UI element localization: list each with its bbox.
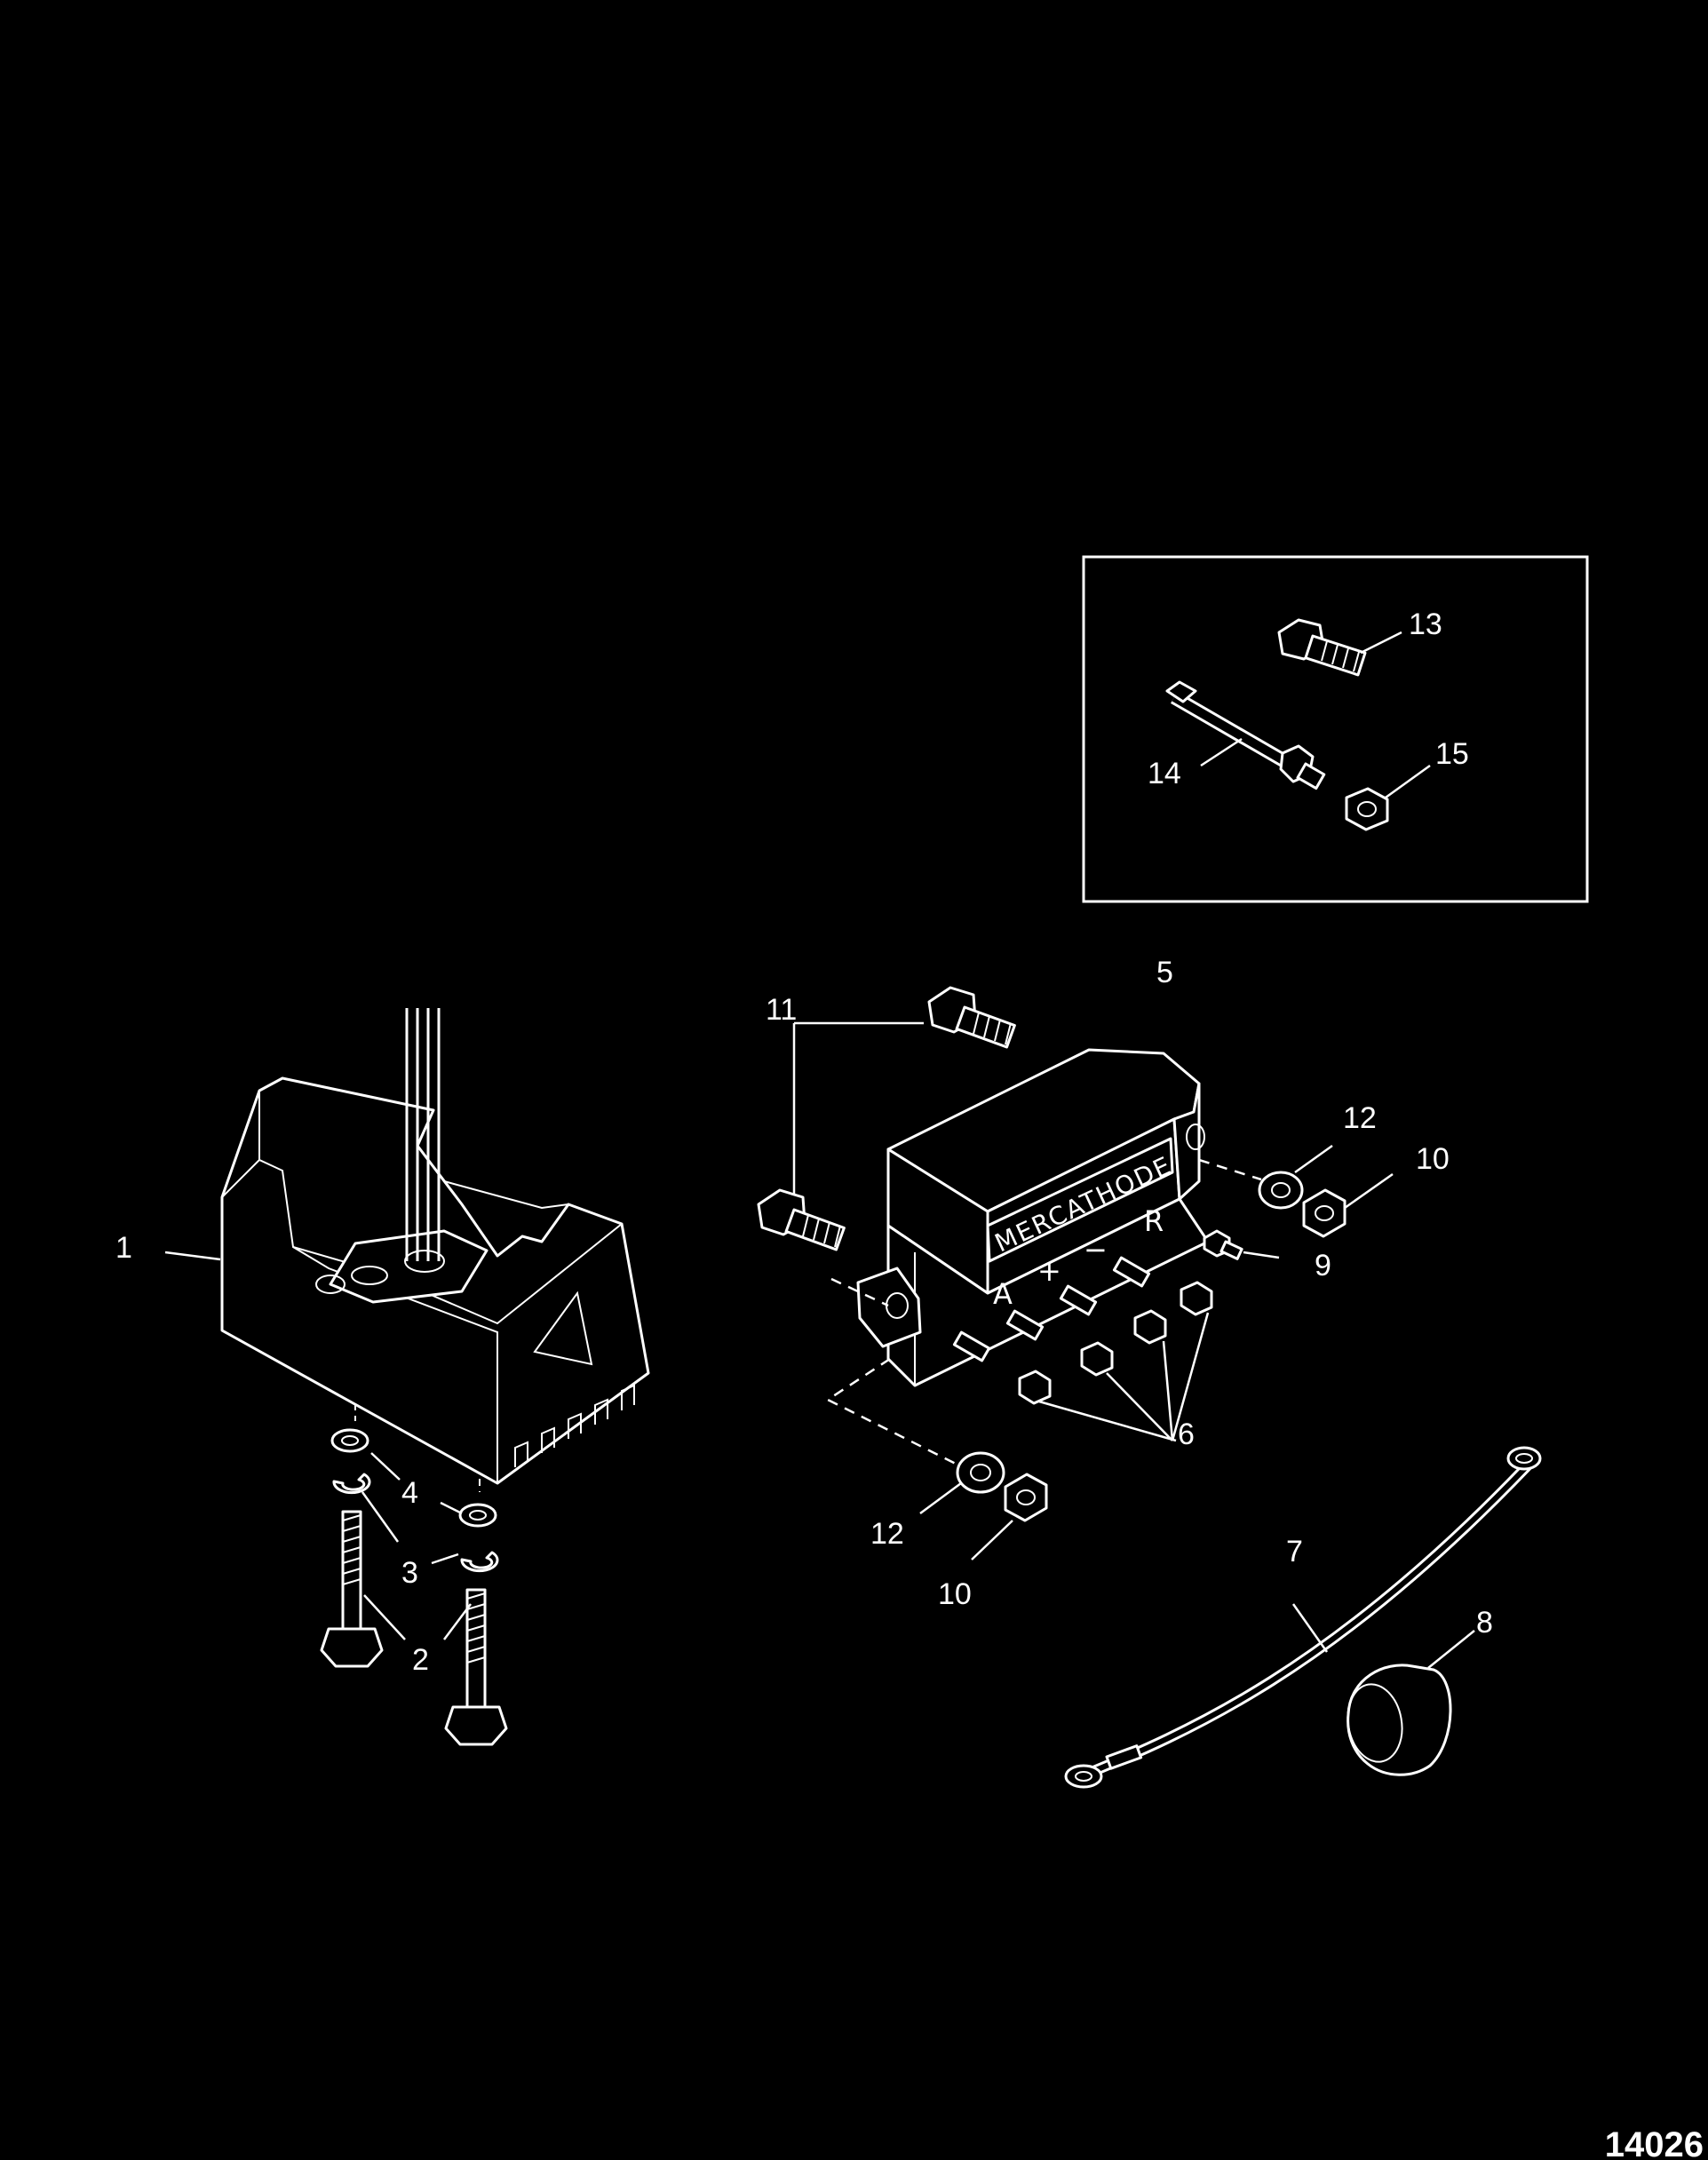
cap-8 [1347, 1664, 1452, 1776]
bolt-11-top [927, 986, 1016, 1049]
screw-9 [1203, 1229, 1243, 1260]
washer-12-lower [956, 1451, 1005, 1494]
terminal-label-plus: + [1037, 1254, 1061, 1288]
nut-10-lower [1004, 1473, 1048, 1522]
stud-14 [1165, 680, 1326, 790]
callout-15: 15 [1435, 737, 1469, 771]
callout-5: 5 [1156, 956, 1173, 989]
callout-11: 11 [766, 993, 797, 1027]
callout-10-upper: 10 [1416, 1142, 1450, 1176]
bolt-2-right [444, 1588, 508, 1746]
nuts-6 [1018, 1281, 1213, 1405]
diagram-reference-number: 14026 [1605, 2125, 1704, 2160]
callout-12-lower: 12 [870, 1517, 904, 1551]
inset-frame [1082, 555, 1589, 903]
flat-washer-4-right [458, 1503, 497, 1528]
lock-washer-3-right [460, 1551, 499, 1573]
nut-10-upper [1302, 1188, 1347, 1238]
lock-washer-3-left [332, 1473, 371, 1495]
mercathode-controller-5 [856, 1048, 1210, 1387]
terminal-studs [952, 1256, 1151, 1362]
washer-12-upper [1258, 1171, 1304, 1210]
terminal-label-a: A [993, 1277, 1013, 1311]
terminal-label-minus: − [1084, 1233, 1108, 1267]
callout-7: 7 [1286, 1535, 1303, 1568]
callout-4: 4 [401, 1476, 418, 1510]
callout-10-lower: 10 [938, 1577, 972, 1611]
callout-9: 9 [1315, 1249, 1331, 1282]
nut-15 [1345, 787, 1389, 831]
callout-14: 14 [1148, 757, 1181, 790]
callout-2: 2 [412, 1643, 429, 1677]
callout-3: 3 [401, 1556, 418, 1590]
bolt-11-bottom [757, 1188, 846, 1251]
callout-13: 13 [1409, 608, 1442, 641]
sensor-wires [405, 1008, 441, 1261]
anode-housing-1 [220, 1076, 650, 1485]
ground-cable-7 [1064, 1446, 1542, 1789]
bolt-13 [1277, 618, 1367, 677]
callout-12-upper: 12 [1343, 1101, 1377, 1135]
bolt-2-left [320, 1510, 384, 1668]
terminal-labels: A + − R [993, 1204, 1164, 1311]
callout-8: 8 [1476, 1606, 1493, 1640]
flat-washer-4-left [330, 1428, 369, 1453]
terminal-label-r: R [1144, 1204, 1164, 1238]
callout-1: 1 [115, 1231, 132, 1265]
callout-6: 6 [1178, 1418, 1195, 1451]
